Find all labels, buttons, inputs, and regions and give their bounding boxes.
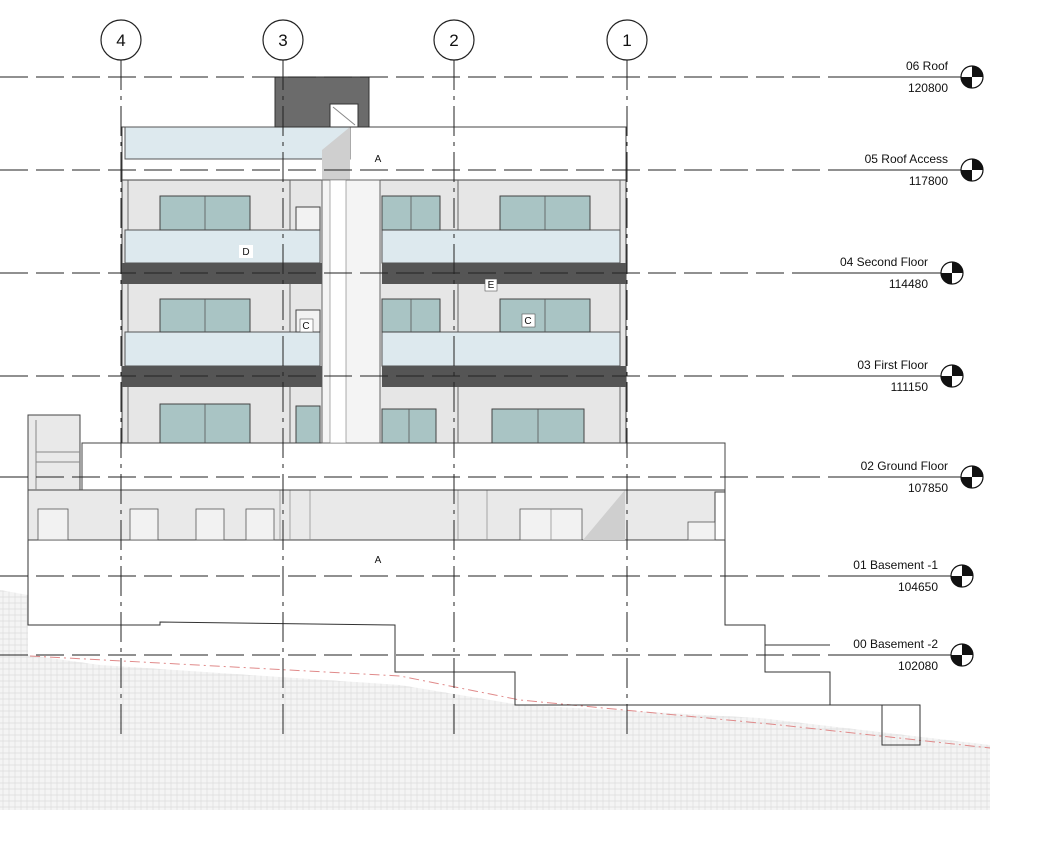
material-tag: A	[375, 154, 382, 165]
level-head-quadrant-icon	[972, 66, 983, 77]
level-marker: 03 First Floor 111150	[0, 358, 964, 394]
level-head-quadrant-icon	[961, 477, 972, 488]
material-tag: E	[488, 280, 495, 291]
level-name: 05 Roof Access	[865, 152, 948, 166]
level-head-quadrant-icon	[961, 170, 972, 181]
foundation-steps	[27, 540, 921, 746]
level-marker: 00 Basement -2 102080	[0, 637, 974, 673]
grid-label: 4	[116, 31, 125, 50]
level-elevation: 114480	[889, 277, 928, 291]
grid-label: 3	[278, 31, 287, 50]
material-tags: A D E C C A	[239, 152, 536, 566]
grid-label: 1	[622, 31, 631, 50]
material-tag: C	[302, 321, 309, 332]
level-head-quadrant-icon	[951, 576, 962, 587]
grid-bubble-icon	[262, 19, 304, 61]
level-elevation: 102080	[898, 659, 938, 673]
material-tag: D	[242, 247, 249, 258]
level-head-quadrant-icon	[972, 159, 983, 170]
material-tag: C	[524, 316, 531, 327]
level-name: 06 Roof	[906, 59, 949, 73]
level-elevation: 107850	[908, 481, 948, 495]
grid-bubble-icon	[606, 19, 648, 61]
level-marker: 05 Roof Access 117800	[0, 152, 984, 188]
level-head-quadrant-icon	[952, 262, 963, 273]
balcony-glazing	[124, 229, 621, 367]
level-name: 01 Basement -1	[853, 558, 938, 572]
grid-marker: 4	[100, 19, 142, 738]
level-elevation: 117800	[909, 174, 948, 188]
level-head-quadrant-icon	[941, 273, 952, 284]
level-marker: 06 Roof 120800	[0, 59, 984, 95]
level-elevation: 111150	[891, 380, 929, 394]
level-head-quadrant-icon	[961, 77, 972, 88]
level-marker: 01 Basement -1 104650	[0, 558, 974, 594]
level-head-quadrant-icon	[951, 655, 962, 666]
level-name: 04 Second Floor	[840, 255, 928, 269]
grid-label: 2	[449, 31, 458, 50]
grid-marker: 1	[606, 19, 648, 738]
material-tag: A	[375, 555, 382, 566]
level-name: 02 Ground Floor	[861, 459, 948, 473]
levels-layer: 06 Roof 120800 05 Roof Access 117800 04 Seco…	[0, 59, 984, 673]
level-elevation: 104650	[898, 580, 938, 594]
podium-slab	[81, 442, 726, 491]
basement-wall	[27, 414, 726, 541]
level-head-quadrant-icon	[972, 466, 983, 477]
grid-marker: 2	[433, 19, 475, 738]
grids-layer: 4 3 2 1	[100, 19, 648, 738]
level-marker: 02 Ground Floor 107850	[0, 459, 984, 495]
level-marker: 04 Second Floor 114480	[0, 255, 964, 291]
level-head-quadrant-icon	[962, 565, 973, 576]
grid-bubble-icon	[100, 19, 142, 61]
level-name: 00 Basement -2	[853, 637, 938, 651]
grid-marker: 3	[262, 19, 304, 738]
ground	[0, 590, 991, 810]
grid-bubble-icon	[433, 19, 475, 61]
building-facade	[121, 76, 627, 444]
level-head-quadrant-icon	[962, 644, 973, 655]
level-elevation: 120800	[908, 81, 948, 95]
level-head-quadrant-icon	[941, 376, 952, 387]
level-head-quadrant-icon	[952, 365, 963, 376]
level-name: 03 First Floor	[857, 358, 928, 372]
